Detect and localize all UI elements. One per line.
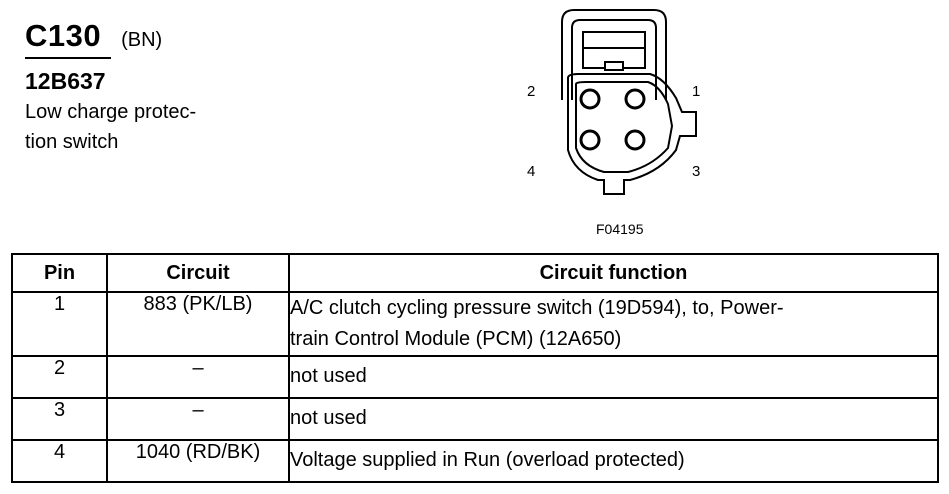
connector-color: (BN) [121,29,163,51]
table-row: 2 – not used [11,355,939,399]
figure-label: F04195 [596,221,644,237]
cavity-4 [579,129,601,151]
function-cell: not used [288,397,939,441]
description-line-2: tion switch [25,131,119,153]
function-line-1: A/C clutch cycling pressure switch (19D5… [290,297,784,319]
description-line-1: Low charge protec- [25,101,197,123]
connector-face-diagram: 2 1 4 3 [527,9,700,195]
pin-table: Pin Circuit Circuit function 1 883 (PK/L… [11,253,939,483]
connector-title-line: C130 (BN) [25,18,196,54]
pin-cell: 4 [11,439,108,483]
function-cell: Voltage supplied in Run (overload protec… [288,439,939,483]
pin-label-1: 1 [692,83,700,100]
circuit-cell: 883 (PK/LB) [106,291,290,357]
table-header-row: Pin Circuit Circuit function [11,253,939,293]
cavity-2 [579,88,601,110]
pin-label-3: 3 [692,163,700,180]
table-row: 4 1040 (RD/BK) Voltage supplied in Run (… [11,439,939,483]
header-function: Circuit function [288,253,939,293]
part-number: 12B637 [25,68,106,94]
header-circuit: Circuit [106,253,290,293]
pin-label-4: 4 [527,163,535,180]
connector-id: C130 [25,18,102,53]
pin-cell: 3 [11,397,108,441]
latch-outer [561,9,667,100]
header-pin: Pin [11,253,108,293]
cavity-3 [624,129,646,151]
pin-label-2: 2 [527,83,535,100]
latch-inner [571,19,657,100]
circuit-cell: – [106,397,290,441]
connector-header: C130 (BN) 12B637 Low charge protec- tion… [25,18,196,157]
function-cell: A/C clutch cycling pressure switch (19D5… [288,291,939,357]
pin-cell: 1 [11,291,108,357]
pin-cell: 2 [11,355,108,399]
connector-description: Low charge protec- tion switch [25,97,196,157]
table-row: 3 – not used [11,397,939,441]
connector-body [567,73,697,195]
connector-id-underline [25,57,111,59]
function-line-2: train Control Module (PCM) (12A650) [290,328,622,350]
function-cell: not used [288,355,939,399]
table-row: 1 883 (PK/LB) A/C clutch cycling pressur… [11,291,939,357]
cavity-1 [624,88,646,110]
circuit-cell: 1040 (RD/BK) [106,439,290,483]
circuit-cell: – [106,355,290,399]
